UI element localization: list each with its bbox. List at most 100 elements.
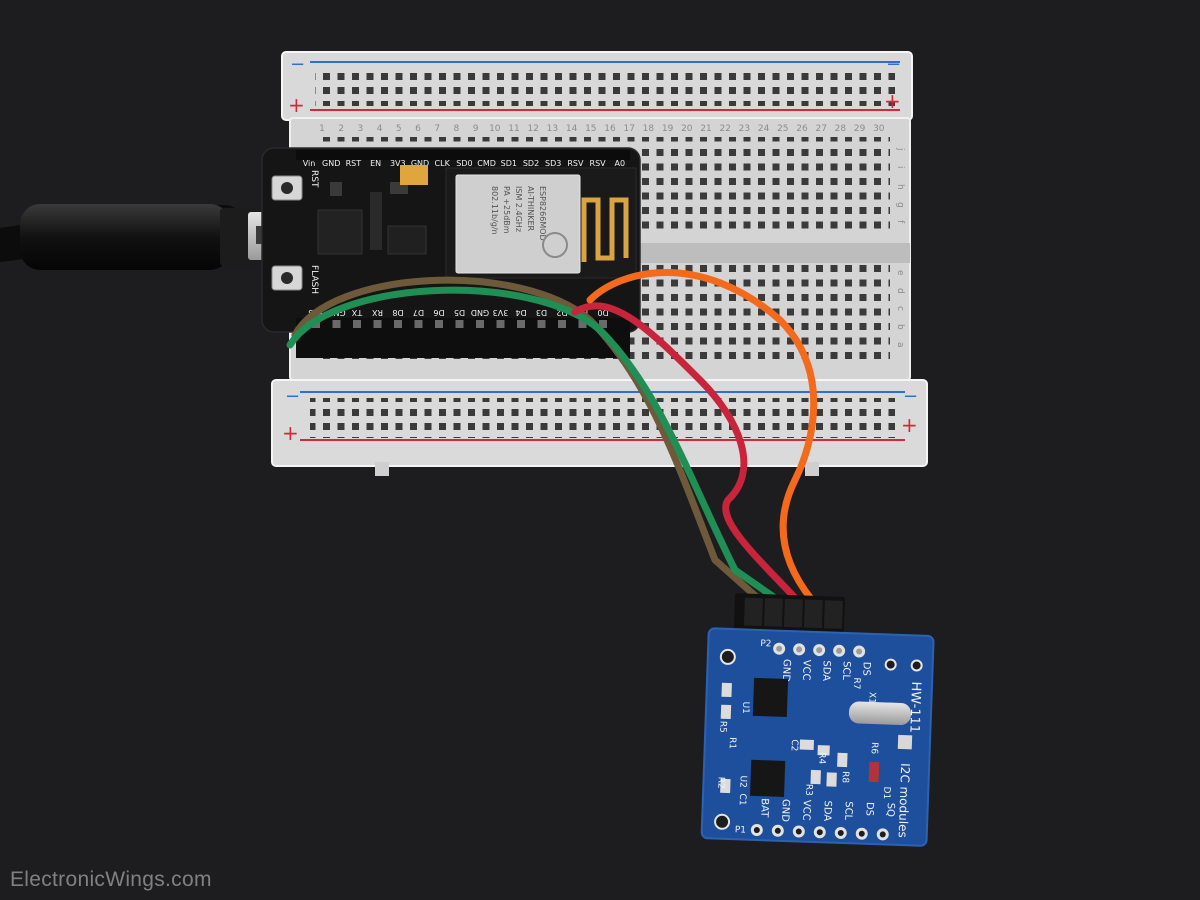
- header-pin: [455, 320, 464, 328]
- column-number: 7: [434, 124, 440, 134]
- component-ref-label: D1: [881, 786, 891, 799]
- top-pin-label: GND: [322, 159, 340, 168]
- header-pin: [496, 320, 505, 328]
- bottom-pin-label: D6: [433, 308, 444, 317]
- header-pin: [537, 320, 546, 328]
- column-number: 15: [585, 124, 596, 134]
- wire-orange: [586, 269, 818, 604]
- header-pin: [435, 320, 443, 328]
- header-pin: [414, 320, 423, 328]
- column-number: 8: [454, 124, 460, 134]
- bottom-rail-minus-label: −: [285, 386, 300, 407]
- bottom-rail-minus-label-right: −: [903, 386, 918, 407]
- component-ref-label: P2: [760, 639, 771, 649]
- module-text-line: ISM 2.4GHz: [514, 186, 523, 232]
- bottom-pin-label: D2: [556, 308, 567, 317]
- p1-pin-label: DS: [863, 802, 874, 816]
- bottom-pin-label: D8: [392, 308, 403, 317]
- column-number: 3: [358, 124, 364, 134]
- header-pin: [796, 646, 803, 653]
- top-pin-label: RSV: [590, 159, 607, 168]
- p1-pin-label: BAT: [758, 798, 770, 818]
- column-number: 20: [681, 124, 693, 134]
- pcb-antenna: [581, 197, 629, 262]
- rst-button-label: RST: [309, 170, 319, 188]
- column-number: 9: [473, 124, 479, 134]
- p2-pin-label: VCC: [800, 659, 812, 680]
- header-hole: [837, 829, 844, 836]
- bottom-pin-label: D3: [536, 308, 547, 317]
- column-number: 16: [604, 124, 616, 134]
- rail-minus-label: −: [290, 54, 305, 75]
- watermark: ElectronicWings.com: [10, 868, 212, 891]
- header-pin: [816, 647, 823, 654]
- top-pin-label: SD3: [545, 159, 561, 168]
- tantalum-capacitor: [400, 165, 428, 185]
- column-number: 12: [527, 124, 538, 134]
- header-pin: [776, 645, 783, 652]
- top-pin-label: A0: [615, 159, 626, 168]
- rail-minus-label-right: −: [886, 54, 901, 75]
- rtc-module-title: HW-111: [906, 681, 923, 733]
- component-ref-label: X1: [866, 692, 876, 704]
- p2-pin-label: SCL: [840, 661, 852, 681]
- bottom-rail-plus-label-right: +: [901, 413, 918, 437]
- header-pin: [517, 320, 525, 328]
- p2-pin-label: SDA: [820, 660, 832, 681]
- row-letter: h: [895, 184, 905, 190]
- column-number: 13: [547, 124, 558, 134]
- column-number: 4: [377, 124, 383, 134]
- p1-pin-label: SQ: [884, 802, 895, 817]
- component-ref-label: R4: [816, 752, 826, 765]
- module-text-line: PA +25dBm: [502, 186, 511, 234]
- top-pin-label: CMD: [477, 159, 496, 168]
- esp8266-shield: [455, 174, 581, 274]
- module-text-line: AI-THINKER: [526, 186, 535, 232]
- p2-pin-label: DS: [860, 662, 871, 676]
- row-letter: j: [895, 147, 905, 151]
- top-pin-label: SD2: [523, 159, 539, 168]
- module-text-line: 802.11b/g/n: [490, 186, 499, 235]
- component-ref-label: R8: [840, 771, 850, 784]
- bottom-pin-label: D7: [413, 308, 424, 317]
- header-hole: [816, 829, 823, 836]
- top-pin-label: CLK: [435, 159, 451, 168]
- column-number: 30: [873, 124, 885, 134]
- p1-pin-label: GND: [779, 799, 791, 823]
- row-letter: e: [895, 270, 905, 276]
- crystal-x1: [848, 701, 911, 725]
- p2-pin-label: GND: [780, 659, 792, 683]
- column-number: 27: [815, 124, 826, 134]
- header-hole: [795, 828, 802, 835]
- top-pin-label: SD0: [456, 159, 472, 168]
- header-pin: [353, 320, 361, 328]
- column-number: 24: [758, 124, 770, 134]
- component-ref-label: R5: [717, 721, 727, 733]
- top-pin-label: SD1: [501, 159, 517, 168]
- top-pin-label: EN: [370, 159, 381, 168]
- column-number: 26: [796, 124, 808, 134]
- header-pin: [394, 320, 402, 328]
- top-pin-label: RST: [346, 159, 362, 168]
- column-number: 2: [338, 124, 344, 134]
- flash-button-label: FLASH: [309, 265, 319, 294]
- header-pin: [578, 320, 587, 328]
- column-number: 23: [739, 124, 750, 134]
- ds1307-chip: [752, 677, 789, 718]
- column-number: 1: [319, 124, 325, 134]
- header-pin: [599, 320, 607, 328]
- bottom-pin-label: D5: [454, 308, 465, 317]
- header-hole: [774, 827, 781, 834]
- row-letter: i: [895, 166, 905, 169]
- p1-pin-label: SDA: [821, 800, 833, 821]
- column-number: 5: [396, 124, 402, 134]
- column-number: 10: [489, 124, 501, 134]
- usb-uart-chip: [317, 209, 363, 255]
- row-letter: d: [895, 288, 905, 294]
- row-letter: g: [895, 202, 905, 208]
- jumper-wires: [286, 269, 818, 604]
- header-pin: [836, 647, 843, 654]
- bottom-pin-label: D4: [515, 308, 526, 317]
